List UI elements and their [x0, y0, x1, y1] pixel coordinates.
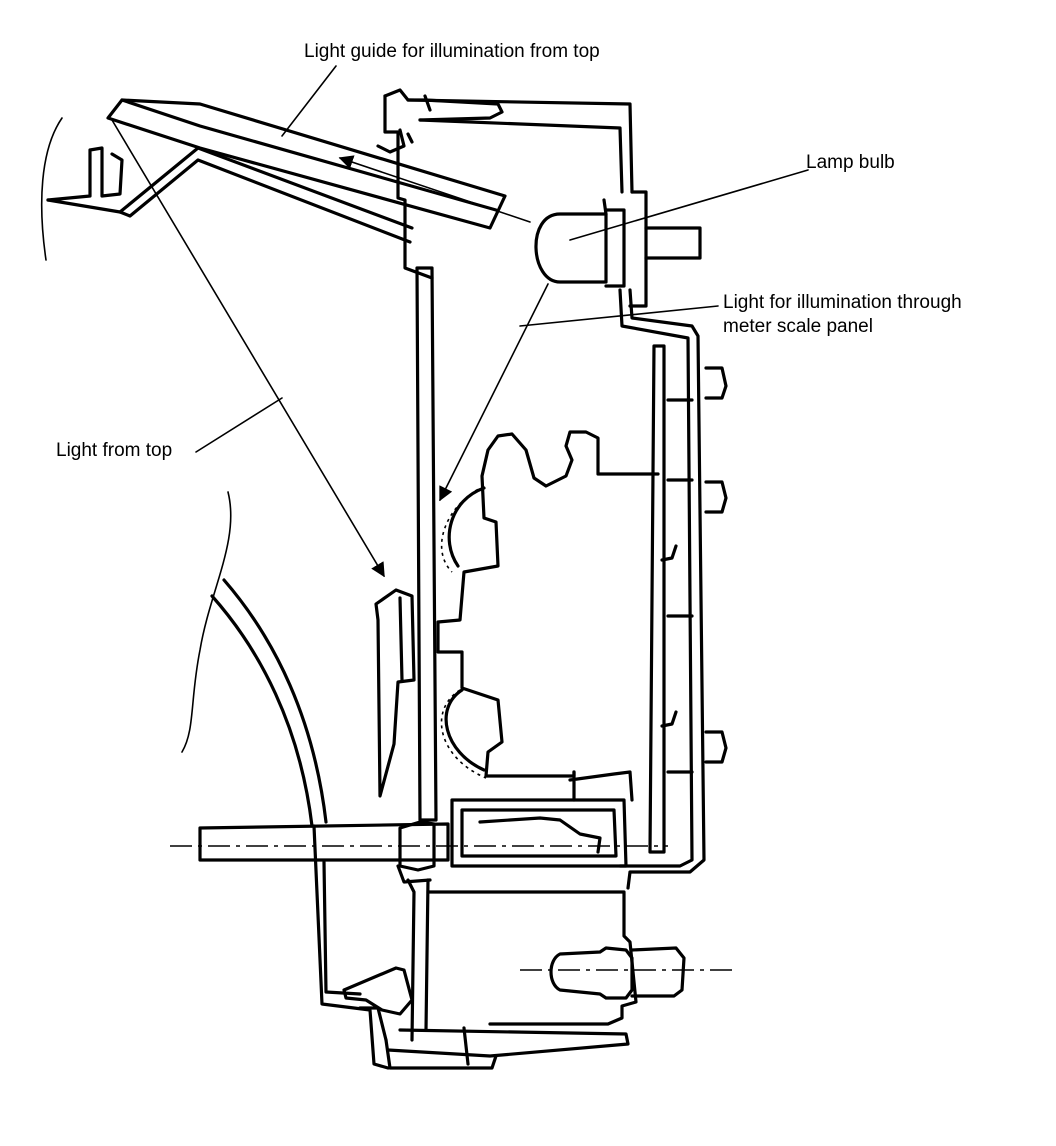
leader-lines	[195, 65, 809, 453]
light-rays	[111, 119, 549, 578]
harness-conduit	[210, 578, 328, 828]
label-light-through-line1: Light for illumination through	[723, 292, 962, 313]
light-through-panel-arrow	[439, 283, 549, 502]
center-lines	[170, 845, 736, 971]
light-guide-internal-arrow	[338, 155, 531, 223]
lower-assembly	[312, 770, 686, 1070]
meter-movement	[436, 430, 660, 779]
label-light-from-top: Light from top	[56, 440, 173, 461]
leader-light-guide	[281, 65, 337, 137]
light-from-top-arrow	[111, 119, 385, 578]
dashboard-outline	[40, 117, 414, 753]
shaft	[198, 820, 450, 872]
bezel-clip	[374, 588, 416, 798]
meter-housing	[376, 88, 728, 890]
lamp-bulb	[534, 190, 702, 308]
label-light-guide: Light guide for illumination from top	[304, 41, 600, 62]
label-lamp-bulb: Lamp bulb	[806, 152, 895, 173]
leader-light-from-top	[195, 397, 283, 453]
label-light-through-line2: meter scale panel	[723, 316, 873, 337]
leader-light-through	[519, 305, 719, 327]
leader-lamp-bulb	[569, 169, 809, 241]
